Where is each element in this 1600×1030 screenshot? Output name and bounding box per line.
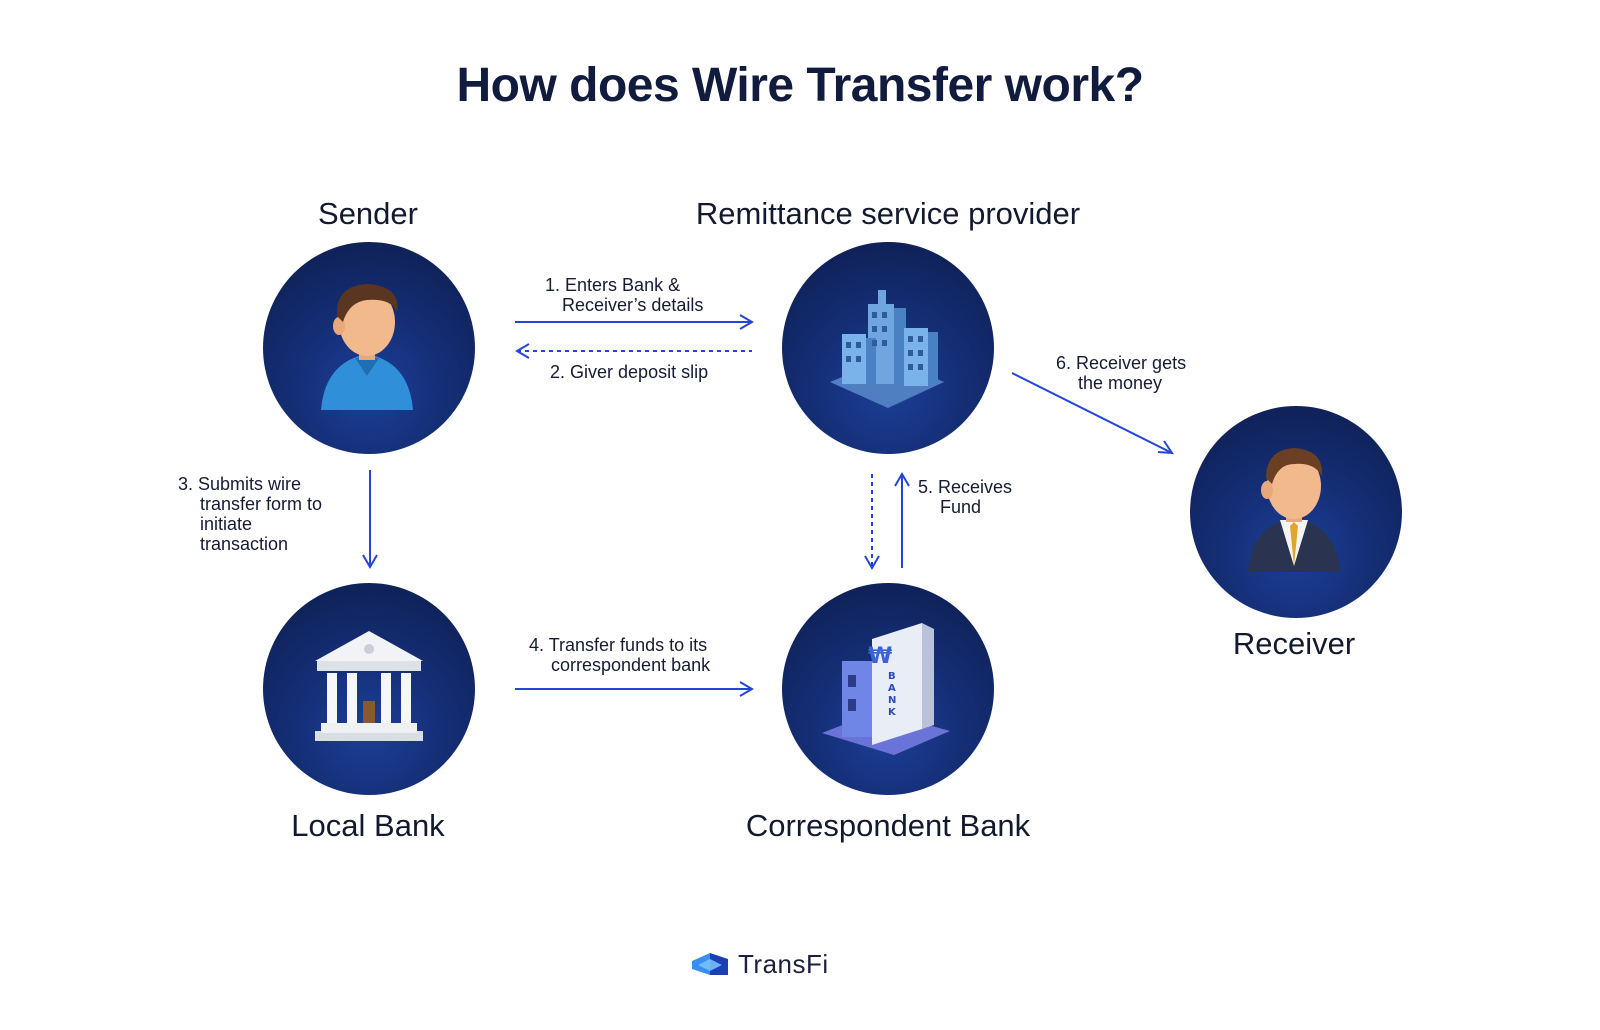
step-3-number: 3. (178, 474, 194, 494)
step-3-line-2: transfer form to (200, 494, 323, 514)
arrow-step-1 (515, 314, 754, 330)
step-5-line-2: Fund (940, 497, 982, 517)
step-1-number: 1. (545, 275, 561, 295)
step-3-line-1: Submits wire (198, 474, 302, 494)
remittance-node (782, 242, 994, 454)
svg-text:B: B (888, 671, 896, 682)
svg-text:K: K (888, 707, 897, 718)
step-5-line-1: Receives (938, 477, 1013, 497)
remittance-provider-label: Remittance service provider (695, 196, 1081, 231)
step-2-line-1: Giver deposit slip (570, 362, 709, 382)
local-bank-node (263, 583, 475, 795)
sender-label: Sender (318, 196, 418, 231)
step-1-line-2: Receiver’s details (562, 295, 704, 315)
brand-name: TransFi (738, 948, 829, 979)
step-3-line-4: transaction (200, 534, 289, 554)
step-4-text: 4. Transfer funds to its correspondent b… (529, 635, 710, 675)
step-2-number: 2. (550, 362, 566, 382)
step-4-line-1: Transfer funds to its (548, 635, 708, 655)
arrow-step-4 (515, 681, 754, 697)
step-6-number: 6. (1056, 353, 1072, 373)
correspondent-bank-label: Correspondent Bank (745, 808, 1031, 843)
transfi-logo-icon (692, 953, 728, 975)
step-6-line-2: the money (1078, 373, 1163, 393)
step-4-number: 4. (529, 635, 545, 655)
correspondent-bank-node: ₩ B A N K (782, 583, 994, 795)
step-1-text: 1. Enters Bank & Receiver’s details (545, 275, 703, 315)
diagram-title: How does Wire Transfer work? (456, 59, 1144, 112)
sender-node (263, 242, 475, 454)
arrow-step-6 (1011, 372, 1174, 455)
svg-text:₩: ₩ (868, 644, 892, 669)
arrow-step-5-up (894, 472, 910, 568)
person-blue-shirt-icon (321, 284, 413, 410)
brand-logo: TransFi (692, 948, 829, 980)
arrow-step-5-down (864, 474, 880, 570)
step-6-line-1: Receiver gets (1076, 353, 1187, 373)
businessman-icon (1248, 448, 1340, 572)
step-5-text: 5. Receives Fund (918, 477, 1012, 517)
step-5-number: 5. (918, 477, 934, 497)
receiver-label: Receiver (1232, 626, 1356, 661)
step-3-text: 3. Submits wire transfer form to initiat… (178, 474, 322, 554)
office-buildings-icon (830, 290, 944, 408)
bank-building-icon: ₩ B A N K (822, 623, 950, 755)
step-4-line-2: correspondent bank (551, 655, 711, 675)
svg-text:N: N (888, 695, 896, 706)
arrow-step-3 (362, 470, 378, 569)
step-3-line-3: initiate (200, 514, 253, 534)
local-bank-label: Local Bank (291, 808, 445, 843)
arrow-step-2 (515, 343, 752, 359)
receiver-node (1190, 406, 1402, 618)
classical-bank-icon (315, 631, 423, 741)
step-6-text: 6. Receiver gets the money (1056, 353, 1186, 393)
step-1-line-1: Enters Bank & (565, 275, 681, 295)
step-2-text: 2. Giver deposit slip (550, 362, 708, 382)
svg-text:A: A (888, 683, 896, 694)
